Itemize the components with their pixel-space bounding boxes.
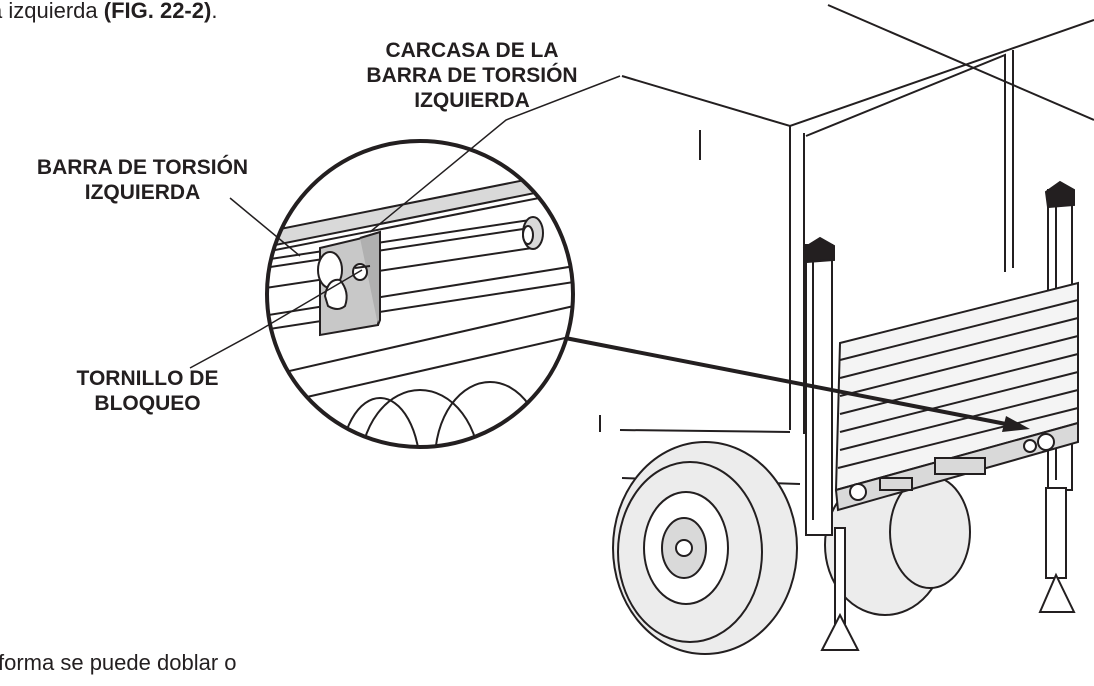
figure-reference: (FIG. 22-2) xyxy=(103,0,212,23)
support-stands xyxy=(820,487,1076,651)
label-left-torsion-bar: BARRA DE TORSIÓN IZQUIERDA xyxy=(0,155,285,205)
wheels xyxy=(612,441,971,655)
leader-lines xyxy=(189,75,621,369)
label-line: BARRA DE TORSIÓN xyxy=(36,156,249,179)
magnified-detail xyxy=(265,139,575,449)
label-line: CARCASA DE LA xyxy=(385,39,559,62)
platform xyxy=(834,281,1079,512)
label-line: IZQUIERDA xyxy=(84,181,201,204)
label-line: IZQUIERDA xyxy=(414,89,530,112)
document-text-top-period: . xyxy=(211,0,218,23)
label-line: BARRA DE TORSIÓN xyxy=(366,64,578,87)
document-text-bottom-body: forma se puede doblar o xyxy=(0,650,237,675)
label-torsion-bar-housing: CARCASA DE LA BARRA DE TORSIÓN IZQUIERDA xyxy=(322,38,622,113)
label-line: TORNILLO DE xyxy=(76,367,219,390)
document-text-top-body: a izquierda xyxy=(0,0,104,23)
document-text-bottom: forma se puede doblar o xyxy=(0,650,237,676)
pointer-arrow xyxy=(554,334,1030,432)
label-lock-bolt: TORNILLO DE BLOQUEO xyxy=(40,366,255,416)
document-text-top: a izquierda (FIG. 22-2). xyxy=(0,0,217,24)
label-line: BLOQUEO xyxy=(94,392,201,415)
